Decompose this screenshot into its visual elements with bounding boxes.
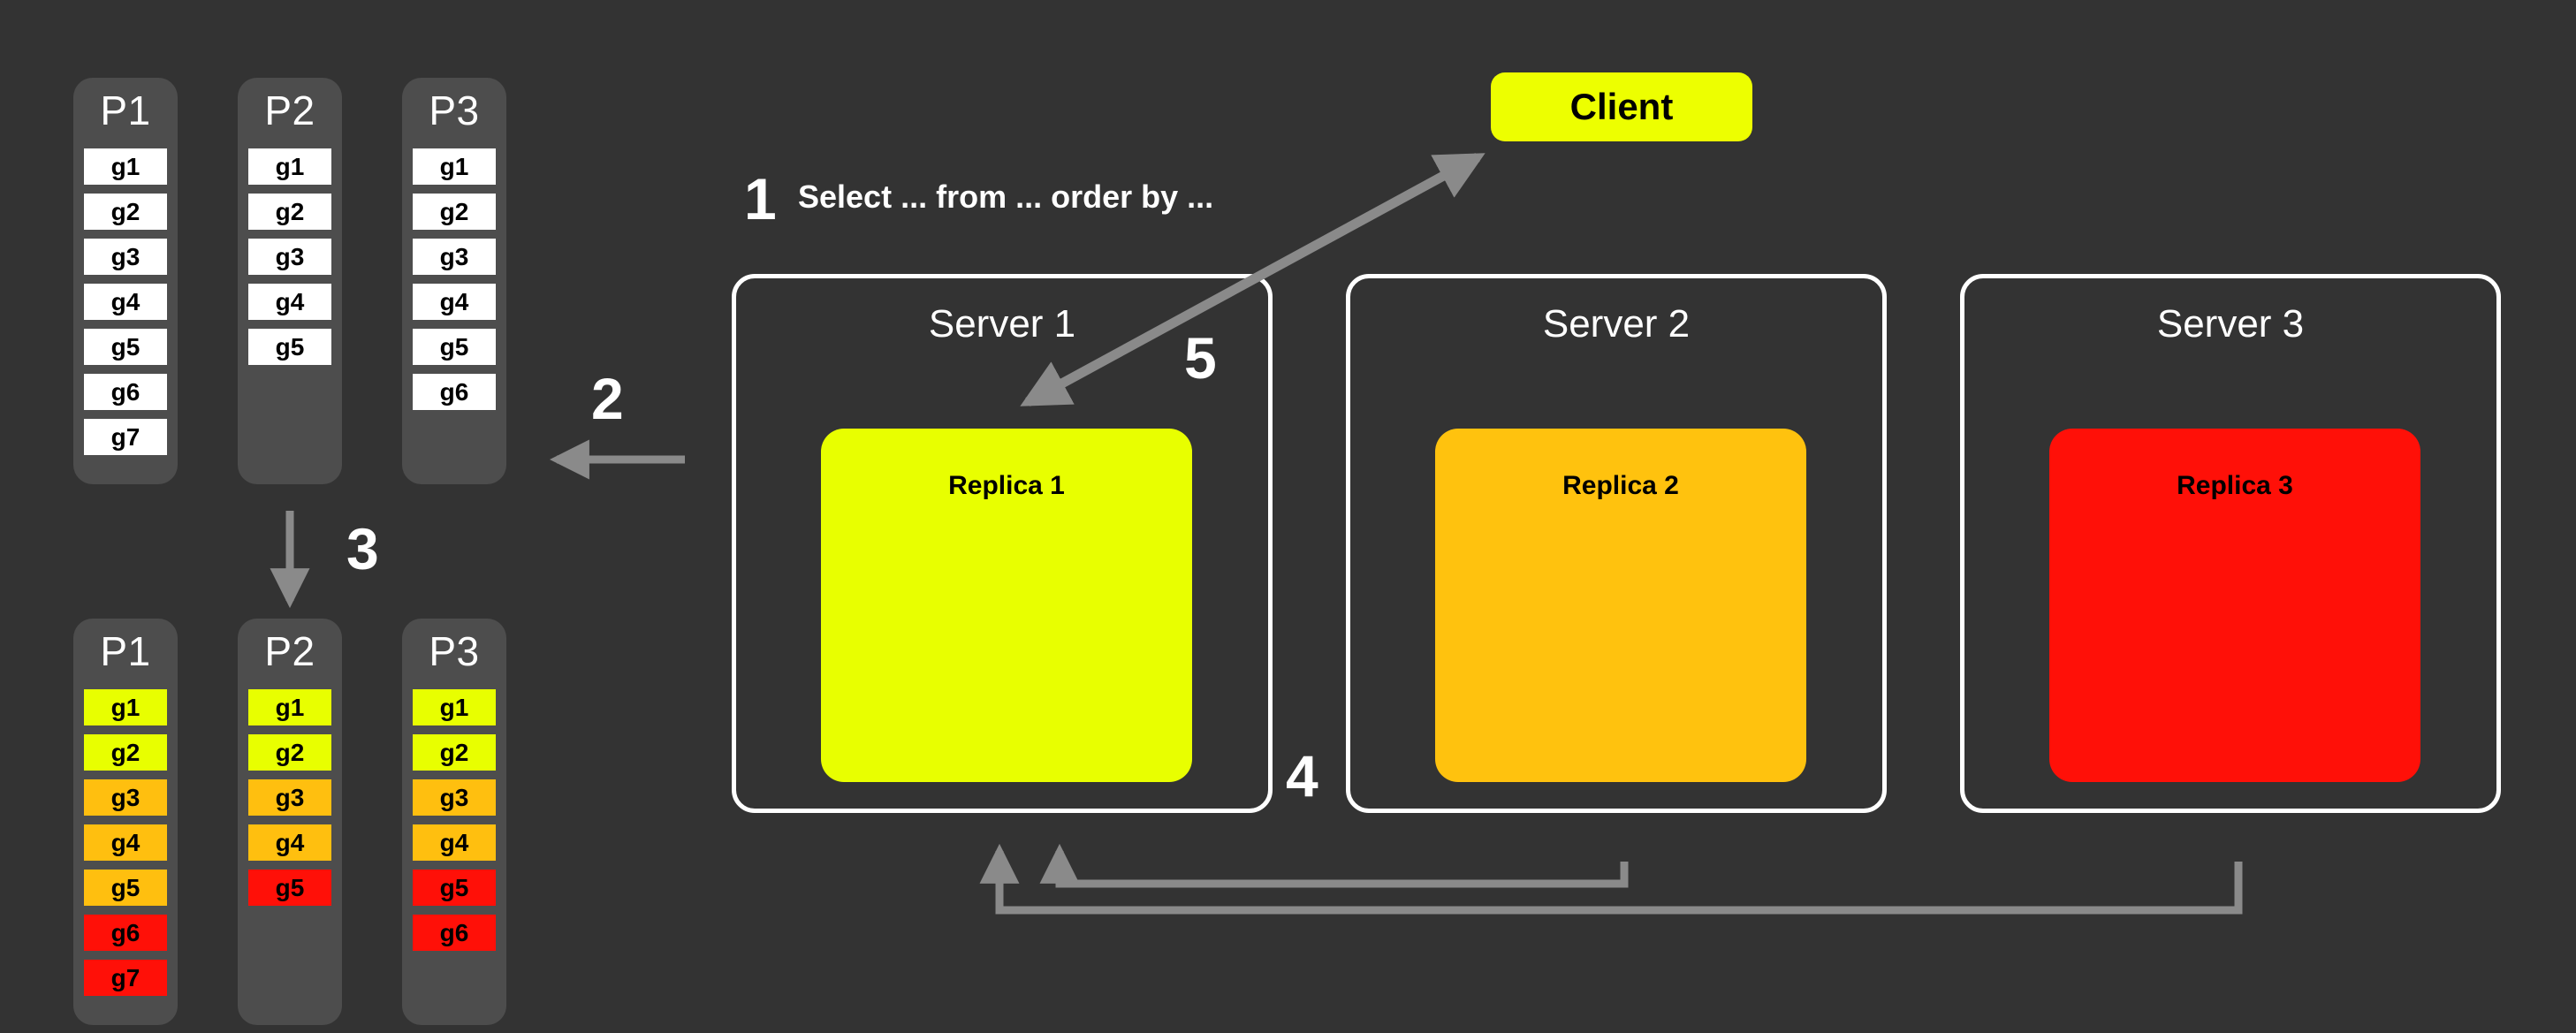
client-label: Client xyxy=(1569,86,1674,127)
partition-cell: g4 xyxy=(413,284,496,320)
partition-cells: g1 g2 g3 g4 g5 xyxy=(248,148,331,374)
partition-cell: g6 xyxy=(413,374,496,410)
partition-title: P3 xyxy=(429,87,480,133)
partition-cell: g2 xyxy=(84,734,167,771)
partition-cell: g3 xyxy=(248,239,331,275)
step-number-4: 4 xyxy=(1286,743,1318,809)
partition-cell: g4 xyxy=(413,824,496,861)
partition-cell: g3 xyxy=(413,239,496,275)
partition-cell: g1 xyxy=(413,689,496,725)
partition-cell: g1 xyxy=(84,689,167,725)
partition-cell: g2 xyxy=(248,734,331,771)
partition-cell: g1 xyxy=(248,689,331,725)
query-text-label: Select ... from ... order by ... xyxy=(798,178,1214,215)
partition-cell: g6 xyxy=(413,915,496,951)
partition-cells: g1 g2 g3 g4 g5 xyxy=(248,689,331,915)
replica-label: Replica 3 xyxy=(2177,471,2293,500)
partition-cell: g4 xyxy=(84,284,167,320)
partition-cell: g5 xyxy=(413,870,496,906)
server-title: Server 2 xyxy=(1542,302,1691,346)
partition-cell: g2 xyxy=(248,194,331,230)
partition-cell: g3 xyxy=(248,779,331,816)
partition-cell: g2 xyxy=(413,194,496,230)
server-box-1[interactable]: Server 1 Replica 1 xyxy=(732,274,1273,813)
partition-cell: g5 xyxy=(84,329,167,365)
partition-title: P2 xyxy=(264,628,315,674)
partition-cell: g1 xyxy=(84,148,167,185)
replica-box-3[interactable]: Replica 3 xyxy=(2049,429,2420,782)
partition-cell: g2 xyxy=(413,734,496,771)
server-box-2[interactable]: Server 2 Replica 2 xyxy=(1346,274,1887,813)
client-box[interactable]: Client xyxy=(1491,72,1752,141)
partition-cells: g1 g2 g3 g4 g5 g6 xyxy=(413,148,496,419)
partition-column-top-p1: P1 g1 g2 g3 g4 g5 g6 g7 xyxy=(73,78,178,484)
server-box-3[interactable]: Server 3 Replica 3 xyxy=(1960,274,2501,813)
step-number-3: 3 xyxy=(346,516,379,581)
partition-column-top-p3: P3 g1 g2 g3 g4 g5 g6 xyxy=(402,78,506,484)
partition-cell: g7 xyxy=(84,960,167,996)
step-number-5: 5 xyxy=(1184,325,1217,391)
partition-cell: g1 xyxy=(248,148,331,185)
partition-cell: g3 xyxy=(413,779,496,816)
partition-column-bottom-p1: P1 g1 g2 g3 g4 g5 g6 g7 xyxy=(73,619,178,1025)
partition-cell: g5 xyxy=(413,329,496,365)
arrow-step-4-server2 xyxy=(1039,843,1629,888)
partition-column-bottom-p2: P2 g1 g2 g3 g4 g5 xyxy=(238,619,342,1025)
partition-cell: g3 xyxy=(84,239,167,275)
step-number-2: 2 xyxy=(591,366,624,431)
replica-box-1[interactable]: Replica 1 xyxy=(821,429,1192,782)
replica-label: Replica 1 xyxy=(948,471,1065,500)
partition-title: P1 xyxy=(100,628,151,674)
replica-box-2[interactable]: Replica 2 xyxy=(1435,429,1806,782)
partition-title: P3 xyxy=(429,628,480,674)
partition-cells: g1 g2 g3 g4 g5 g6 g7 xyxy=(84,148,167,464)
partition-cell: g5 xyxy=(248,329,331,365)
partition-cell: g1 xyxy=(413,148,496,185)
server-title: Server 3 xyxy=(2156,302,2305,346)
partition-title: P1 xyxy=(100,87,151,133)
partition-cell: g4 xyxy=(248,824,331,861)
partition-cell: g6 xyxy=(84,915,167,951)
partition-cells: g1 g2 g3 g4 g5 g6 xyxy=(413,689,496,960)
partition-cell: g2 xyxy=(84,194,167,230)
partition-column-bottom-p3: P3 g1 g2 g3 g4 g5 g6 xyxy=(402,619,506,1025)
partition-cells: g1 g2 g3 g4 g5 g6 g7 xyxy=(84,689,167,1005)
partition-cell: g3 xyxy=(84,779,167,816)
partition-column-top-p2: P2 g1 g2 g3 g4 g5 xyxy=(238,78,342,484)
arrow-step-4-server3 xyxy=(979,843,2243,915)
partition-cell: g5 xyxy=(248,870,331,906)
partition-cell: g4 xyxy=(248,284,331,320)
step-number-1: 1 xyxy=(744,166,777,232)
partition-cell: g4 xyxy=(84,824,167,861)
partition-title: P2 xyxy=(264,87,315,133)
partition-cell: g5 xyxy=(84,870,167,906)
partition-cell: g6 xyxy=(84,374,167,410)
replica-label: Replica 2 xyxy=(1562,471,1679,500)
partition-cell: g7 xyxy=(84,419,167,455)
